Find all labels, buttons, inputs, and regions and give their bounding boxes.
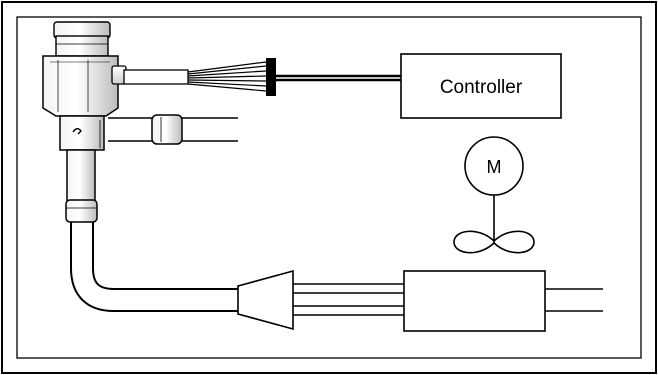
inlet-pipe [108, 114, 238, 145]
evaporator-coil [403, 270, 603, 332]
fan-motor: M [464, 136, 524, 240]
distributor-tubes [293, 283, 404, 316]
suction-pipe [70, 218, 238, 312]
cable-wires [187, 61, 267, 92]
motor-label: M [487, 157, 502, 177]
distributor [237, 269, 294, 331]
controller-box: Controller [400, 53, 562, 119]
cable-connector [266, 58, 276, 96]
controller-label: Controller [440, 77, 523, 98]
fan-propeller [453, 230, 535, 254]
cable-bundle [276, 74, 402, 82]
diagram-inner-border [16, 16, 642, 359]
expansion-valve [42, 21, 189, 223]
